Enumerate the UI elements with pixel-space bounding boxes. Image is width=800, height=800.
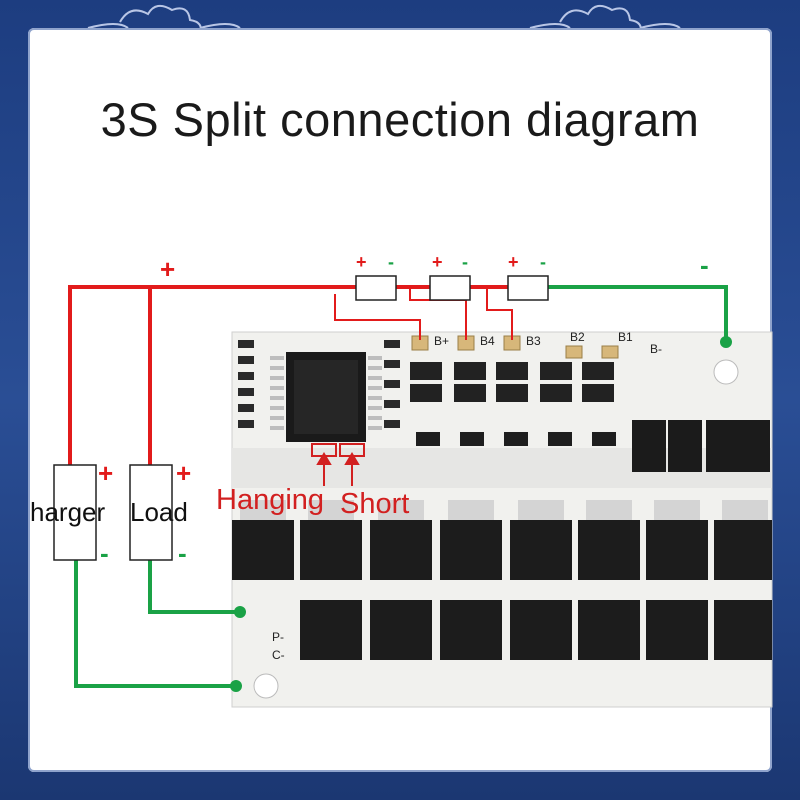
negative-wires: [74, 285, 728, 688]
pin-pminus: P-: [272, 630, 284, 644]
pin-bplus: B+: [434, 334, 450, 348]
positive-wires: [68, 285, 508, 465]
load-box: [129, 464, 173, 561]
main-negative-sign: -: [700, 250, 709, 280]
charger-box: [53, 464, 97, 561]
pin-b2: B2: [570, 330, 585, 344]
diagram-title: 3S Split connection diagram: [100, 93, 700, 146]
pcb-board: [231, 331, 773, 708]
cell3-positive-sign: +: [508, 252, 519, 272]
cloud-ornament-icon: [87, 4, 681, 35]
hanging-label: Hanging: [216, 484, 325, 516]
cell2-negative-sign: -: [462, 252, 468, 272]
short-label: Short: [340, 488, 410, 520]
cell3-negative-sign: -: [540, 252, 546, 272]
pin-cminus: C-: [272, 648, 285, 662]
load-label: Load: [130, 497, 188, 527]
main-positive-sign: +: [160, 254, 176, 284]
pin-b4: B4: [480, 334, 495, 348]
pin-b1: B1: [618, 330, 633, 344]
charger-positive-sign: +: [98, 458, 114, 488]
cell1-positive-sign: +: [356, 252, 367, 272]
cell2-positive-sign: +: [432, 252, 443, 272]
battery-cells: [355, 275, 549, 301]
load-negative-sign: -: [178, 538, 187, 568]
load-positive-sign: +: [176, 458, 192, 488]
charger-negative-sign: -: [100, 538, 109, 568]
pin-bminus: B-: [650, 342, 662, 356]
pointer-arrows: [316, 452, 360, 486]
charger-label: harger: [30, 497, 106, 527]
pin-b3: B3: [526, 334, 541, 348]
cell1-negative-sign: -: [388, 252, 394, 272]
